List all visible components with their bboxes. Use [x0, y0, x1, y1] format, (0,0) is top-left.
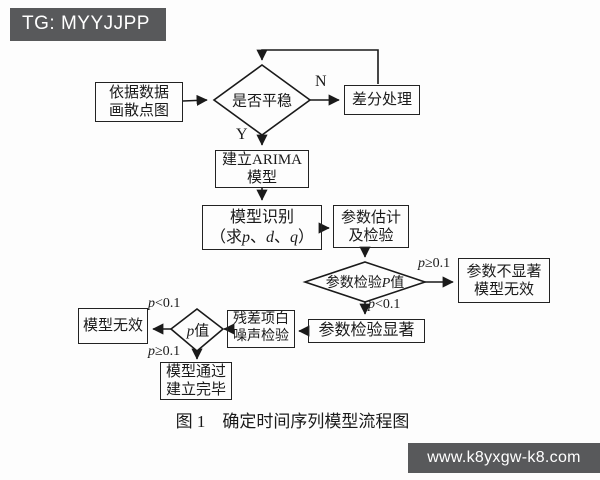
p-suffix: 值	[194, 323, 210, 340]
label-branch-yes: Y	[236, 126, 248, 143]
node-draw-scatter-line2: 画散点图	[108, 103, 169, 119]
edge-scatter-to-stationary	[182, 94, 208, 107]
figure-caption: 图 1 确定时间序列模型流程图	[175, 412, 410, 431]
label-p-lt-top: p<0.1	[368, 297, 400, 313]
p-ge-top-letter: p	[418, 256, 425, 271]
node-model-invalid-label: 模型无效	[82, 318, 143, 334]
node-residual-test: 残差项白 噪声检验	[227, 310, 295, 348]
node-model-complete: 模型通过 建立完毕	[160, 362, 232, 400]
node-residual-test-line1: 残差项白	[233, 312, 289, 328]
node-param-not-significant-line2: 模型无效	[473, 281, 534, 298]
diamond-is-stationary-label: 是否平稳	[231, 93, 293, 110]
p-ge-left-letter: p	[148, 344, 155, 359]
node-draw-scatter-line1: 依据数据	[108, 85, 169, 101]
identify-p: p	[241, 228, 250, 246]
website-watermark: www.k8yxgw-k8.com	[408, 443, 600, 473]
node-model-identify: 模型识别 （求p、d、q）	[202, 205, 322, 250]
node-draw-scatter: 依据数据 画散点图	[95, 82, 183, 122]
node-residual-test-line2: 噪声检验	[233, 329, 289, 344]
p-lt-top-letter: p	[368, 297, 375, 312]
telegram-badge: TG: MYYJJPP	[10, 8, 166, 41]
label-p-lt-left: p<0.1	[148, 296, 180, 312]
node-model-complete-line1: 模型通过	[165, 364, 226, 380]
node-build-arima: 建立ARIMA 模型	[215, 150, 309, 188]
p-lt-left-rest: <0.1	[155, 296, 181, 311]
node-model-invalid: 模型无效	[78, 308, 148, 344]
identify-paren-open: （求	[209, 228, 242, 246]
node-model-identify-line1: 模型识别	[229, 209, 294, 227]
diamond-p-value	[169, 307, 225, 353]
node-build-arima-line1: 建立ARIMA	[221, 152, 302, 168]
param-p-suffix: 值	[390, 276, 405, 291]
param-p-letter: P	[381, 276, 391, 291]
p-ge-left-rest: ≥0.1	[155, 344, 181, 359]
node-param-not-significant-line1: 参数不显著	[466, 263, 542, 280]
identify-sep2: 、	[274, 228, 291, 246]
p-lt-top-rest: <0.1	[375, 297, 401, 312]
diamond-p-value-label: p值	[187, 320, 210, 341]
param-p-prefix: 参数检验	[325, 276, 382, 291]
diamond-param-p-value-label: 参数检验P值	[326, 272, 405, 292]
node-param-estimate-line2: 及检验	[348, 227, 394, 244]
node-param-estimate: 参数估计 及检验	[333, 205, 409, 248]
identify-d: d	[266, 228, 274, 246]
node-difference: 差分处理	[344, 85, 420, 115]
label-branch-no: N	[315, 73, 327, 90]
node-param-not-significant: 参数不显著 模型无效	[458, 258, 550, 303]
identify-sep1: 、	[249, 228, 266, 246]
edge-group	[152, 49, 454, 360]
edge-difference-feedback-to-stationary	[256, 49, 379, 84]
identify-q: q	[290, 228, 299, 246]
label-p-ge-top: p≥0.1	[418, 256, 450, 272]
node-param-estimate-line1: 参数估计	[340, 209, 401, 226]
node-param-significant: 参数检验显著	[308, 319, 425, 343]
label-p-ge-left: p≥0.1	[148, 344, 180, 360]
diamond-param-p-value	[302, 261, 428, 303]
p-lt-left-letter: p	[148, 296, 155, 311]
node-model-complete-line2: 建立完毕	[165, 382, 226, 398]
identify-paren-close: ）	[298, 228, 315, 246]
node-param-significant-label: 参数检验显著	[318, 322, 415, 340]
diamond-is-stationary	[212, 64, 312, 136]
node-difference-label: 差分处理	[351, 92, 412, 108]
node-model-identify-line2: （求p、d、q）	[210, 228, 314, 247]
p-letter: p	[186, 323, 195, 340]
node-build-arima-line2: 模型	[246, 170, 277, 186]
p-ge-top-rest: ≥0.1	[425, 256, 451, 271]
